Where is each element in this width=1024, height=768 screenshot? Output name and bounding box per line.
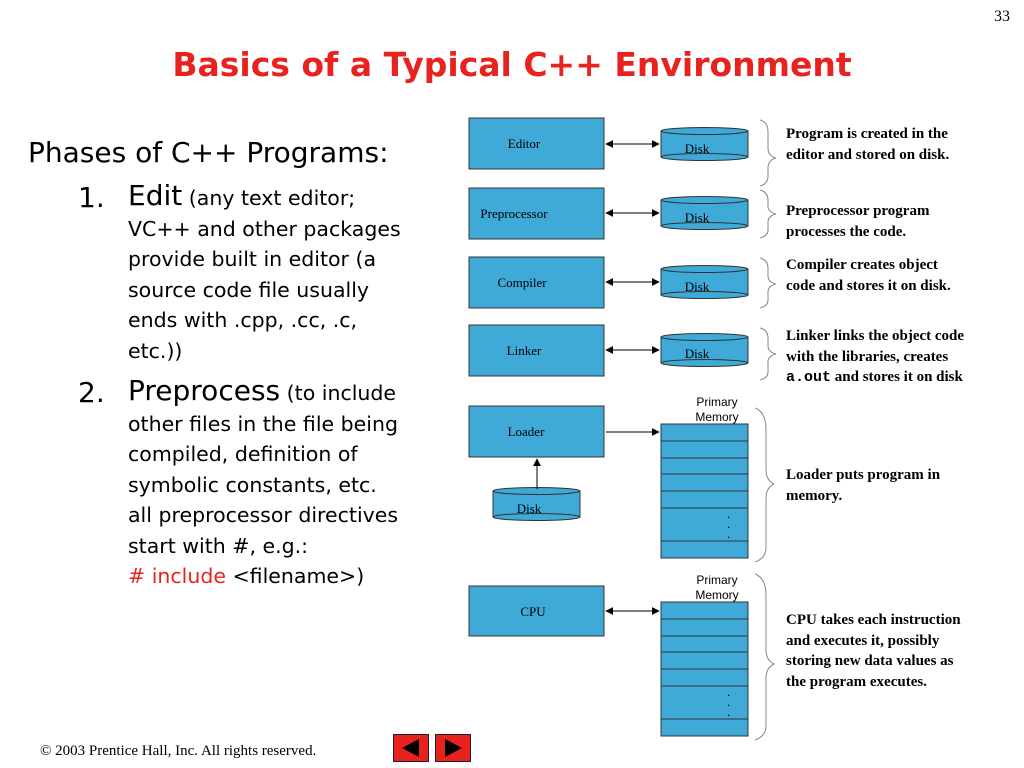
disk-label: Disk bbox=[685, 346, 710, 361]
phase-line: compiled, definition of bbox=[128, 442, 358, 466]
phase-line: start with #, e.g.: bbox=[128, 533, 309, 558]
cpu-description: CPU takes each instruction and executes … bbox=[786, 612, 961, 690]
left-arrow-icon bbox=[402, 739, 419, 757]
brace-icon bbox=[759, 189, 777, 239]
right-arrow-icon bbox=[445, 739, 462, 757]
phase-line: other files in the file being bbox=[128, 411, 398, 436]
phase-line: (any text editor; bbox=[188, 186, 356, 210]
box-label: Preprocessor bbox=[480, 206, 548, 221]
previous-slide-button[interactable] bbox=[393, 734, 429, 762]
disk-label: Disk bbox=[685, 279, 710, 294]
brace-icon bbox=[754, 407, 776, 563]
phase-line: etc.)) bbox=[128, 338, 183, 363]
phase-line: symbolic constants, etc. bbox=[128, 472, 377, 497]
memory-ellipsis: . bbox=[727, 517, 730, 531]
box-label: CPU bbox=[520, 604, 546, 619]
linker-description: Linker links the object code with the li… bbox=[786, 326, 966, 389]
box-label: Loader bbox=[508, 424, 545, 439]
cpu-memory-block: . . . bbox=[660, 601, 749, 737]
include-filename: <filename>) bbox=[232, 564, 365, 588]
phase-line: source code file usually bbox=[128, 277, 370, 302]
memory-ellipsis: . bbox=[727, 695, 730, 709]
memory-label: Primary bbox=[696, 573, 737, 587]
box-label: Editor bbox=[508, 136, 541, 151]
loader-box: Loader bbox=[468, 405, 605, 458]
page-number: 33 bbox=[994, 8, 1010, 25]
compiler-box: Compiler bbox=[468, 256, 605, 309]
preprocessor-description: Preprocessor program processes the code. bbox=[786, 203, 930, 240]
next-slide-button[interactable] bbox=[435, 734, 471, 762]
brace-icon bbox=[754, 573, 776, 741]
loader-description: Loader puts program in memory. bbox=[786, 467, 941, 504]
phase-edit: 1. Edit (any text editor; VC++ and other… bbox=[28, 179, 468, 366]
phase-title: Edit bbox=[128, 179, 183, 212]
preprocessor-box: Preprocessor bbox=[468, 187, 605, 240]
brace-icon bbox=[759, 327, 777, 381]
memory-label: Memory bbox=[695, 588, 738, 602]
disk-preprocessor: Disk bbox=[660, 196, 749, 230]
phase-line: all preprocessor directives bbox=[128, 503, 399, 527]
loader-memory-block: . . . bbox=[660, 423, 749, 559]
disk-compiler: Disk bbox=[660, 265, 749, 299]
memory-label: Primary bbox=[696, 395, 737, 409]
include-directive: # include bbox=[128, 564, 226, 588]
phase-number: 1. bbox=[78, 181, 105, 214]
linker-output-file: a.out bbox=[786, 369, 832, 386]
linker-text: and stores it on disk bbox=[834, 369, 963, 385]
linker-text: Linker links the object code with the li… bbox=[786, 328, 965, 365]
compiler-description: Compiler creates object code and stores … bbox=[786, 257, 951, 294]
disk-loader: Disk bbox=[492, 487, 581, 521]
memory-ellipsis: . bbox=[727, 507, 730, 521]
phases-list: Phases of C++ Programs: 1. Edit (any tex… bbox=[28, 136, 468, 602]
slide-title: Basics of a Typical C++ Environment bbox=[172, 45, 852, 84]
memory-ellipsis: . bbox=[727, 705, 730, 719]
linker-box: Linker bbox=[468, 324, 605, 377]
disk-linker: Disk bbox=[660, 333, 749, 367]
brace-icon bbox=[759, 257, 777, 309]
phase-line: provide built in editor (a bbox=[128, 247, 377, 271]
editor-description: Program is created in the editor and sto… bbox=[786, 126, 950, 163]
editor-box: Editor bbox=[468, 117, 605, 170]
copyright-footer: © 2003 Prentice Hall, Inc. All rights re… bbox=[40, 743, 317, 759]
disk-label: Disk bbox=[685, 141, 710, 156]
disk-label: Disk bbox=[517, 501, 542, 516]
box-label: Linker bbox=[507, 343, 542, 358]
phase-title: Preprocess bbox=[128, 374, 281, 407]
brace-icon bbox=[759, 119, 777, 187]
phase-line: ends with .cpp, .cc, .c, bbox=[128, 308, 358, 332]
phases-heading: Phases of C++ Programs: bbox=[28, 136, 389, 169]
disk-editor: Disk bbox=[660, 127, 749, 161]
box-label: Compiler bbox=[497, 275, 547, 290]
phase-number: 2. bbox=[78, 376, 105, 409]
phase-line: VC++ and other packages bbox=[128, 216, 401, 241]
phase-line: (to include bbox=[286, 381, 397, 405]
phase-preprocess: 2. Preprocess (to include other files in… bbox=[28, 374, 468, 592]
cpu-box: CPU bbox=[468, 585, 605, 637]
disk-label: Disk bbox=[685, 210, 710, 225]
memory-ellipsis: . bbox=[727, 527, 730, 541]
memory-ellipsis: . bbox=[727, 685, 730, 699]
memory-label: Memory bbox=[695, 410, 738, 424]
